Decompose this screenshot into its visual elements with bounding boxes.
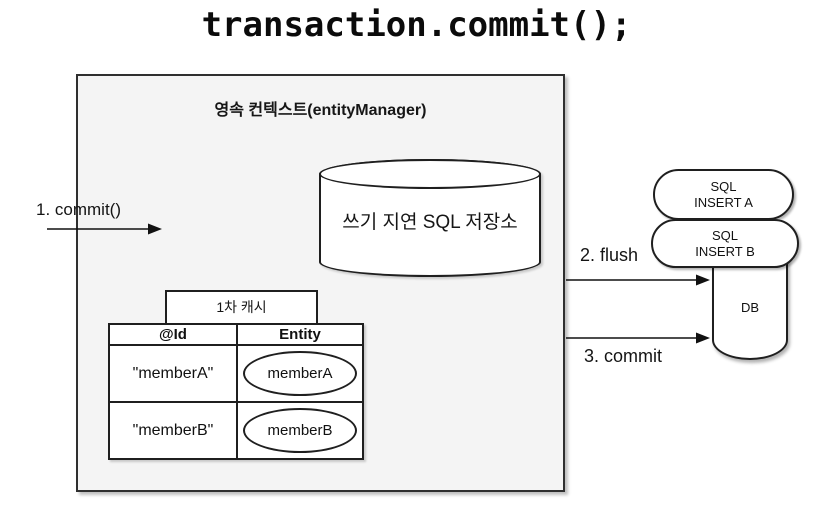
first-level-cache-table: @Id Entity "memberA" memberA "memberB" m… [108,323,364,460]
column-header-id: @Id [110,325,238,344]
table-row: "memberA" memberA [110,346,362,403]
sql-insert-b-line2: INSERT B [695,243,755,259]
first-level-cache-tab-label: 1차 캐시 [216,299,267,315]
cylinder-top-icon [319,159,541,189]
sql-insert-b-pill: SQL INSERT B [651,219,799,268]
entity-ellipse-label: memberA [267,365,333,382]
db-label: DB [740,300,760,315]
sql-insert-a-pill: SQL INSERT A [653,169,794,220]
persistence-context-label: 영속 컨텍스트(entityManager) [214,102,427,119]
entity-ellipse-label: memberB [267,422,333,439]
entity-ellipse: memberB [243,408,357,453]
table-row: "memberB" memberB [110,403,362,458]
cell-id: "memberA" [110,346,238,401]
table-header-row: @Id Entity [110,325,362,346]
first-level-cache-tab: 1차 캐시 [165,290,318,323]
sql-insert-a-line1: SQL [710,178,737,194]
page-title: transaction.commit(); [201,5,632,45]
sql-insert-a-line2: INSERT A [694,194,753,210]
cell-entity: memberB [238,403,362,458]
entity-ellipse: memberA [243,351,357,396]
flush-arrow-label: 2. flush [580,245,639,265]
write-behind-sql-store: 쓰기 지연 SQL 저장소 [319,159,541,277]
commit-db-arrow-label: 3. commit [584,346,663,366]
cell-id: "memberB" [110,403,238,458]
commit-arrow-label: 1. commit() [36,200,121,219]
write-behind-sql-store-label: 쓰기 지연 SQL 저장소 [342,212,518,233]
cell-entity: memberA [238,346,362,401]
column-header-entity: Entity [279,326,321,343]
sql-insert-b-line1: SQL [711,227,738,243]
